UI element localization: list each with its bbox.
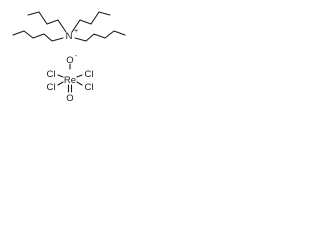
chlorine-atom-lower-left: Cl [47,82,56,93]
re-cl-bond-lower-right [76,81,83,86]
butyl-chain-upper-left [27,11,67,33]
butyl-chain-upper-right [71,11,111,33]
butyl-chain-lower-left [12,30,64,42]
chlorine-atom-upper-right: Cl [85,69,94,80]
re-cl-bond-upper-right [76,74,83,78]
re-cl-bond-lower-left [57,81,64,86]
rhenium-atom: Re [64,75,76,86]
nitrogen-atom: N [66,31,73,42]
chlorine-atom-lower-right: Cl [85,82,94,93]
top-oxygen-atom: O [66,55,73,66]
butyl-chain-lower-right [74,30,126,42]
bottom-oxygen-atom: O [66,93,73,103]
tetrabutylammonium-cation: N + [12,11,126,42]
top-oxygen-charge: - [75,53,78,60]
nitrogen-charge: + [74,28,78,35]
re-cl-bond-upper-left [57,74,64,78]
rhenate-anion: O - Cl Cl Re Cl Cl O [47,53,94,103]
chlorine-atom-upper-left: Cl [47,69,56,80]
tetrabutylammonium-perrhenate-structure: N + O - Cl Cl Re Cl Cl O [12,11,126,103]
